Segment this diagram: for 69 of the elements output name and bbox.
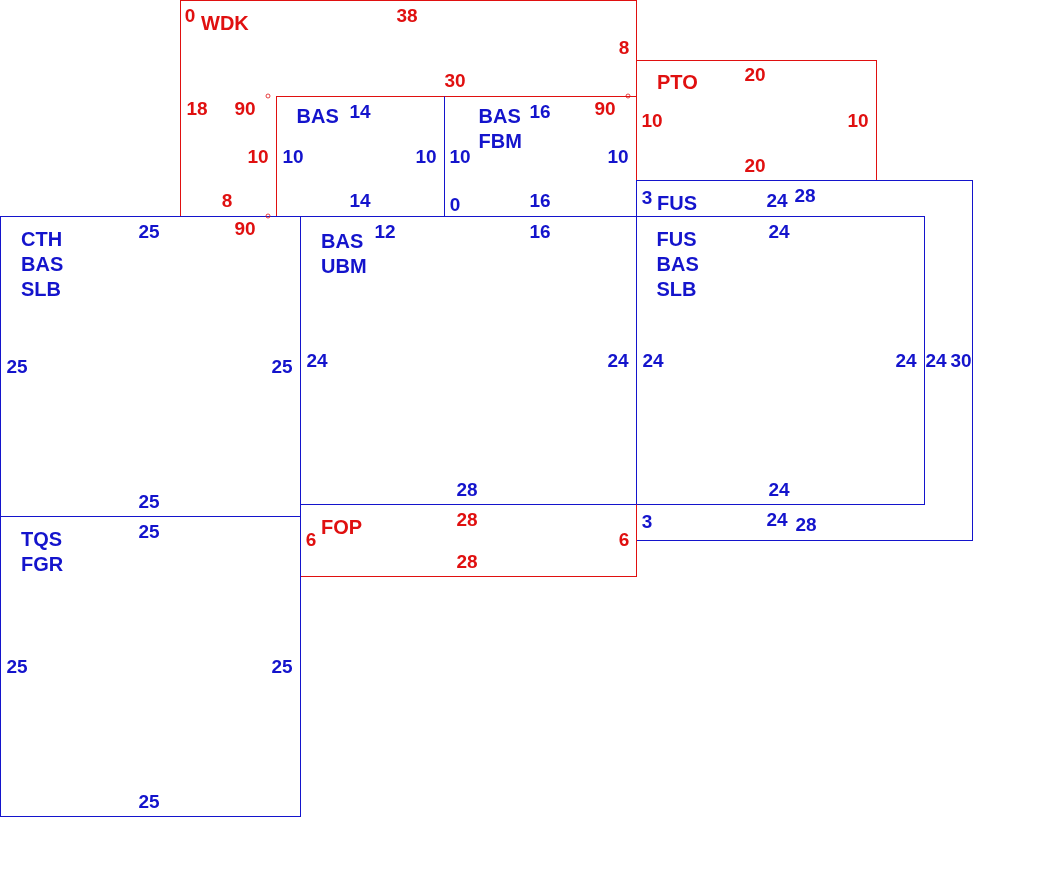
dimension-value: 14 bbox=[349, 101, 371, 121]
dimension-value: 28 bbox=[456, 551, 478, 571]
dimension-value: 28 bbox=[456, 509, 478, 529]
dimension-value: 6 bbox=[305, 529, 317, 549]
room-outline bbox=[0, 516, 301, 817]
dimension-value: 28 bbox=[456, 479, 478, 499]
dimension-value: 25 bbox=[138, 491, 160, 511]
dimension-value: 12 bbox=[374, 221, 396, 241]
room-code: FUS BAS SLB bbox=[656, 226, 699, 302]
dimension-value: 6 bbox=[618, 529, 630, 549]
room-outline bbox=[300, 504, 637, 577]
dimension-value: 8 bbox=[221, 190, 233, 210]
dimension-value: 25 bbox=[6, 356, 28, 376]
dimension-value: 3 bbox=[641, 187, 653, 207]
dimension-value: 25 bbox=[138, 521, 160, 541]
dimension-value: 20 bbox=[744, 64, 766, 84]
dimension-value: 0 bbox=[184, 5, 196, 25]
dimension-value: 24 bbox=[768, 221, 790, 241]
room-code: CTH BAS SLB bbox=[21, 227, 64, 302]
dimension-value: 10 bbox=[607, 146, 629, 166]
dimension-value: 24 bbox=[768, 479, 790, 499]
room-outline bbox=[180, 0, 637, 217]
dimension-value: 0 bbox=[449, 194, 461, 214]
room-code: WDK bbox=[201, 11, 249, 36]
dimension-value: 10 bbox=[282, 146, 304, 166]
room-code: BAS FBM bbox=[478, 103, 522, 154]
dimension-value: 30 bbox=[444, 70, 466, 90]
dimension-value: 38 bbox=[396, 5, 418, 25]
room-outline bbox=[636, 180, 973, 541]
dimension-value: 24 bbox=[607, 350, 629, 370]
dimension-value: 25 bbox=[6, 656, 28, 676]
dimension-value: 25 bbox=[271, 656, 293, 676]
room-outline bbox=[636, 60, 877, 181]
dimension-value: 14 bbox=[349, 190, 371, 210]
dimension-value: 10 bbox=[641, 110, 663, 130]
dimension-value: 16 bbox=[529, 221, 551, 241]
dimension-value: 25 bbox=[138, 221, 160, 241]
dimension-value: 24 bbox=[306, 350, 328, 370]
dimension-value: 10 bbox=[415, 146, 437, 166]
dimension-value: 24 bbox=[925, 350, 947, 370]
room-outline bbox=[635, 215, 925, 505]
dimension-value: 3 bbox=[641, 511, 653, 531]
room-code: PTO bbox=[657, 70, 698, 95]
dimension-value: 25 bbox=[271, 356, 293, 376]
dimension-value: 24 bbox=[766, 509, 788, 529]
room-code: TQS FGR bbox=[21, 527, 64, 577]
dimension-value: 16 bbox=[529, 101, 551, 121]
dimension-value: 16 bbox=[529, 190, 551, 210]
room-code: BAS UBM bbox=[321, 229, 367, 279]
dimension-value: 90 bbox=[234, 98, 256, 118]
room-code: BAS bbox=[296, 103, 339, 129]
dimension-value: 30 bbox=[950, 350, 972, 370]
dimension-value: 28 bbox=[794, 185, 816, 205]
dimension-value: 90 bbox=[594, 98, 616, 118]
dimension-value: 10 bbox=[449, 146, 471, 166]
room-code: FUS bbox=[657, 191, 697, 216]
dimension-value: 24 bbox=[895, 350, 917, 370]
dimension-value: 10 bbox=[247, 146, 269, 166]
dimension-value: 18 bbox=[186, 98, 208, 118]
dimension-value: 25 bbox=[138, 791, 160, 811]
dimension-value: 20 bbox=[744, 155, 766, 175]
dimension-value: 24 bbox=[766, 190, 788, 210]
dimension-value: 8 bbox=[618, 37, 630, 57]
dimension-value: 90 bbox=[234, 218, 256, 238]
dimension-value: 10 bbox=[847, 110, 869, 130]
dimension-value: 28 bbox=[795, 514, 817, 534]
room-code: FOP bbox=[321, 515, 363, 540]
dimension-value: 24 bbox=[642, 350, 664, 370]
room-outline bbox=[275, 95, 445, 217]
